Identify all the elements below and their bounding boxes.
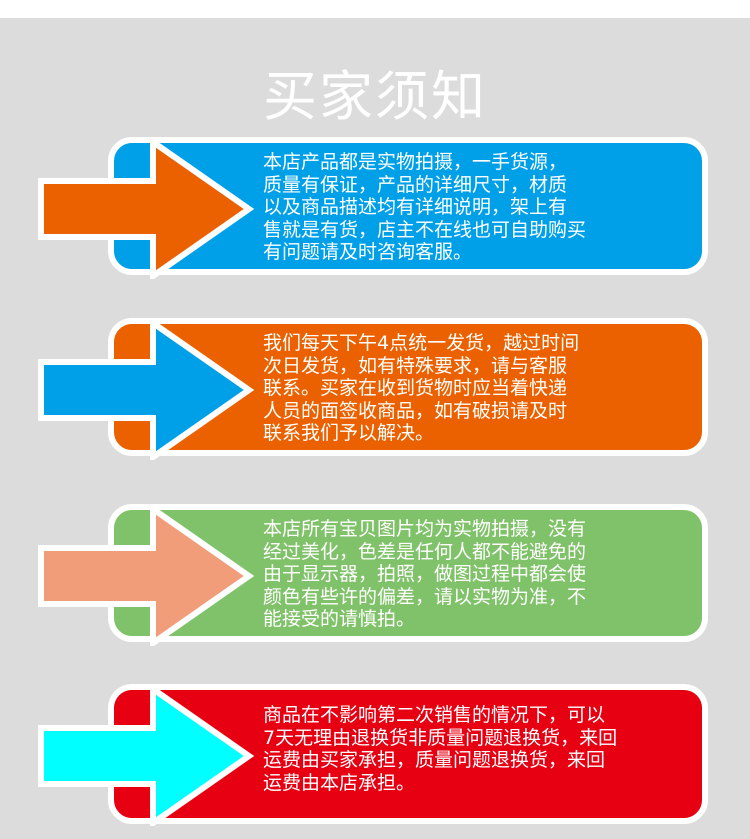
notice-line: 质量有保证，产品的详细尺寸，材质 [263, 173, 568, 196]
notice-text: 本店产品都是实物拍摄，一手货源，质量有保证，产品的详细尺寸，材质以及商品描述均有… [263, 151, 586, 264]
notice-card: 本店所有宝贝图片均为实物拍摄，没有经过美化，色差是任何人都不能避免的由于显示器，… [108, 504, 708, 642]
notice-line: 商品在不影响第二次销售的情况下，可以 [263, 704, 606, 726]
notice-line: 颜色有些许的偏差，请以实物为准，不 [263, 585, 587, 608]
notice-line: 经过美化，色差是任何人都不能避免的 [263, 540, 587, 563]
notice-text: 我们每天下午4点统一发货，越过时间次日发货，如有特殊要求，请与客服联系。买家在收… [263, 332, 579, 445]
arrow-right-icon [38, 139, 255, 279]
notice-line: 能接受的请慎拍。 [263, 608, 416, 630]
notice-line: 本店产品都是实物拍摄，一手货源， [263, 151, 568, 173]
notice-text: 本店所有宝贝图片均为实物拍摄，没有经过美化，色差是任何人都不能避免的由于显示器，… [263, 518, 586, 631]
arrow-right-icon [38, 686, 255, 826]
arrow-right-icon [38, 320, 255, 460]
page-title: 买家须知 [263, 65, 487, 128]
notice-line: 运费由本店承担。 [263, 771, 416, 794]
top-strip [0, 0, 750, 18]
notice-line: 我们每天下午4点统一发货，越过时间 [263, 332, 580, 354]
notice-line: 7天无理由退换货非质量问题退换货，来回 [263, 726, 618, 749]
notice-line: 运费由买家承担，质量问题退换货，来回 [263, 749, 606, 771]
notice-line: 有问题请及时咨询客服。 [263, 241, 473, 263]
arrow-right-icon [38, 506, 255, 646]
notice-line: 以及商品描述均有详细说明，架上有 [263, 196, 568, 218]
notice-line: 联系我们予以解决。 [263, 422, 435, 444]
notice-line: 次日发货，如有特殊要求，请与客服 [263, 354, 568, 377]
notice-line: 由于显示器，拍照，做图过程中都会使 [263, 563, 587, 585]
notice-line: 售就是有货，店主不在线也可自助购买 [263, 218, 587, 241]
notice-line: 人员的面签收商品，如有破损请及时 [263, 399, 568, 422]
notice-card: 本店产品都是实物拍摄，一手货源，质量有保证，产品的详细尺寸，材质以及商品描述均有… [108, 137, 708, 275]
notice-line: 本店所有宝贝图片均为实物拍摄，没有 [263, 518, 587, 540]
notice-line: 联系。买家在收到货物时应当着快递 [263, 377, 568, 399]
